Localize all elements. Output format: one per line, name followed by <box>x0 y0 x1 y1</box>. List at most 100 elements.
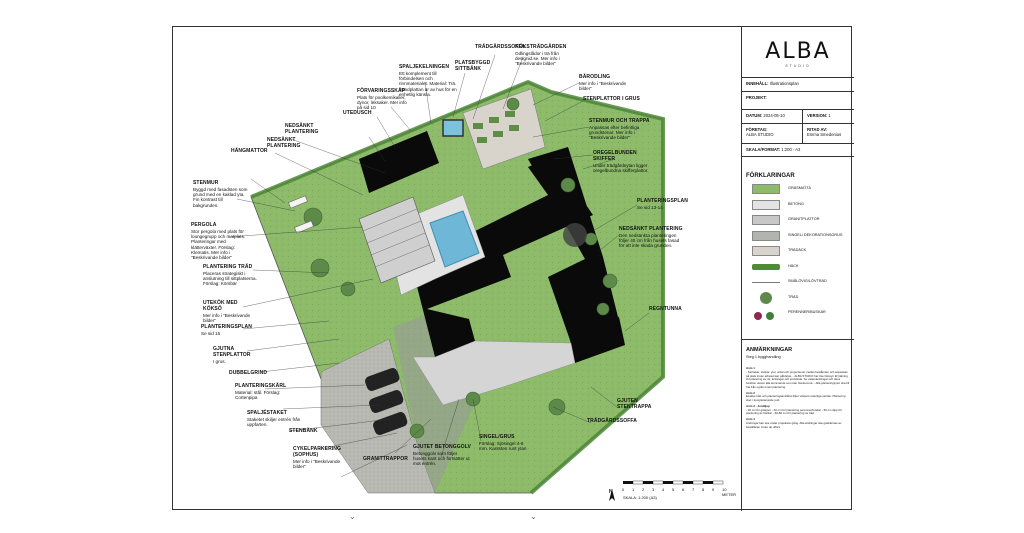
note-text: Ändringar kan ske under projektets gång.… <box>746 420 842 429</box>
site-plan-drawing <box>228 54 665 495</box>
scale-bar-graphic <box>623 480 724 485</box>
callout-granittrappor: GRANITTRAPPOR <box>363 456 408 462</box>
legend-item: TRÄD <box>746 291 850 307</box>
legend-label: GRANITPLATTOR <box>788 217 820 221</box>
kitchen-garden <box>462 88 546 170</box>
legend-item: PERENNER/BUSKAR <box>746 306 850 322</box>
legend-item: SMÅLÖVIG/LÖVTRÄD <box>746 275 850 291</box>
legend-swatch <box>760 291 772 304</box>
title-block: ALBA STUDIO INNEHÅLL: Illustrationsplan … <box>741 27 854 511</box>
notes: Anm 1- Storlekar, stolpar, ytor, antal o… <box>746 365 850 429</box>
scale-tick: 3 <box>652 487 655 492</box>
callout-stenbank: STENBÄNK <box>289 428 318 434</box>
note-text: - Storlekar, stolpar, ytor, antal och pr… <box>746 369 850 389</box>
logo-name: ALBA <box>765 39 831 64</box>
row-projekt: PROJEKT: <box>742 91 854 109</box>
callout-tradgardssoffa-bottom: TRÄDGÅRDSSOFFA <box>587 418 638 424</box>
legend-item: GRÄSMATTA <box>746 182 850 198</box>
legend-label: SMÅLÖVIG/LÖVTRÄD <box>788 279 827 283</box>
legend-item: BETONG <box>746 198 850 214</box>
outbuilding <box>359 131 439 193</box>
scale-tick: 2 <box>642 487 645 492</box>
legend-swatch <box>752 246 780 256</box>
note-heading: Anm 4 <box>746 417 755 422</box>
legend-swatch <box>752 230 780 241</box>
scale-tick: 1 <box>632 487 635 492</box>
legend-title: FÖRKLARINGAR <box>746 173 795 179</box>
legend-item: GRANITPLATTOR <box>746 213 850 229</box>
scale-tick: 5 <box>672 487 675 492</box>
north-arrow: N <box>609 489 615 501</box>
callout-tradgardssoffa-top: TRÄDGÅRDSSOFFA <box>475 44 526 50</box>
legend-label: HÄCK <box>788 263 799 268</box>
legend-label: TRÄD <box>788 294 799 299</box>
main-house <box>413 157 593 357</box>
note-heading: Anm 1 <box>746 366 755 370</box>
legend-label: BETONG <box>788 201 804 206</box>
south-paving <box>412 340 576 406</box>
scale-tick: 0 <box>622 487 625 492</box>
callout-nedsankt-2: NEDSÄNKT PLANTERING <box>267 137 301 149</box>
legend-swatch <box>752 215 780 225</box>
callout-stenplattor: STENPLATTOR I GRUS <box>583 96 640 102</box>
parked-cars <box>365 368 408 435</box>
scale-tick: 7 <box>692 487 695 492</box>
boundary-hedge <box>250 79 665 495</box>
spa <box>442 119 464 137</box>
legend-swatch <box>752 184 780 194</box>
logo-sub: STUDIO <box>785 64 811 68</box>
legend-swatch <box>752 282 780 283</box>
row-datum: DATUM: 2024-05-10 VERSION: 1 <box>742 109 854 123</box>
legend-label: TRÄDÄCK <box>788 248 807 252</box>
legend-item: TRÄDÄCK <box>746 244 850 260</box>
logo: ALBA STUDIO <box>742 27 854 77</box>
note-text: - 30 cm för gräsytor - 40 cm för planter… <box>746 407 842 416</box>
chevron-down-icon-2[interactable]: ⌄ <box>530 512 537 521</box>
row-innehall: INNEHÅLL: Illustrationsplan <box>742 77 854 91</box>
scale-tick: 4 <box>662 487 665 492</box>
note-heading: Anm 2 <box>746 390 755 395</box>
callout-dubbelgrind: DUBBELGRIND <box>229 370 268 376</box>
cell-ritad: RITAD AV:Emma Smedenius <box>802 124 854 143</box>
scale-tick: 9 <box>712 487 715 492</box>
legend: GRÄSMATTA BETONG GRANITPLATTOR SINGEL/ DEKO… <box>746 182 850 322</box>
scale-tick: 6 <box>682 487 685 492</box>
callout-platsbyggd: PLATSBYGGD SITTBÄNK <box>455 60 491 72</box>
scale-tick: 8 <box>702 487 705 492</box>
chevron-down-icon[interactable]: ⌄ <box>349 512 356 521</box>
callout-regntunna: REGNTUNNA <box>649 306 682 312</box>
legend-item: HÄCK <box>746 260 850 276</box>
legend-label: SINGEL/ DEKORATIONSGRUS <box>788 232 843 237</box>
north-arrow-icon <box>609 489 615 501</box>
row-foretag: FÖRETAG:ALBA STUDIO RITAD AV:Emma Smeden… <box>742 123 854 143</box>
main-house-east <box>528 147 621 343</box>
legend-label: GRÄSMATTA <box>788 186 812 190</box>
callout-nedsankt-1: NEDSÄNKT PLANTERING <box>285 123 319 135</box>
scale-tick: 10 METER <box>722 487 736 497</box>
legend-swatch <box>752 263 780 270</box>
callout-cykel: CYKELPARKERING (SOPHUS)Mer info i "Beskr… <box>293 446 341 469</box>
scale-label: SKALA: 1:200 (A3) <box>623 495 657 500</box>
note-heading: Anm 3 - Jorddjup <box>746 403 770 408</box>
legend-swatch <box>752 199 780 210</box>
cell-version: VERSION: 1 <box>802 110 854 123</box>
notes-sub: Steg 1 bygghandling <box>746 355 781 359</box>
